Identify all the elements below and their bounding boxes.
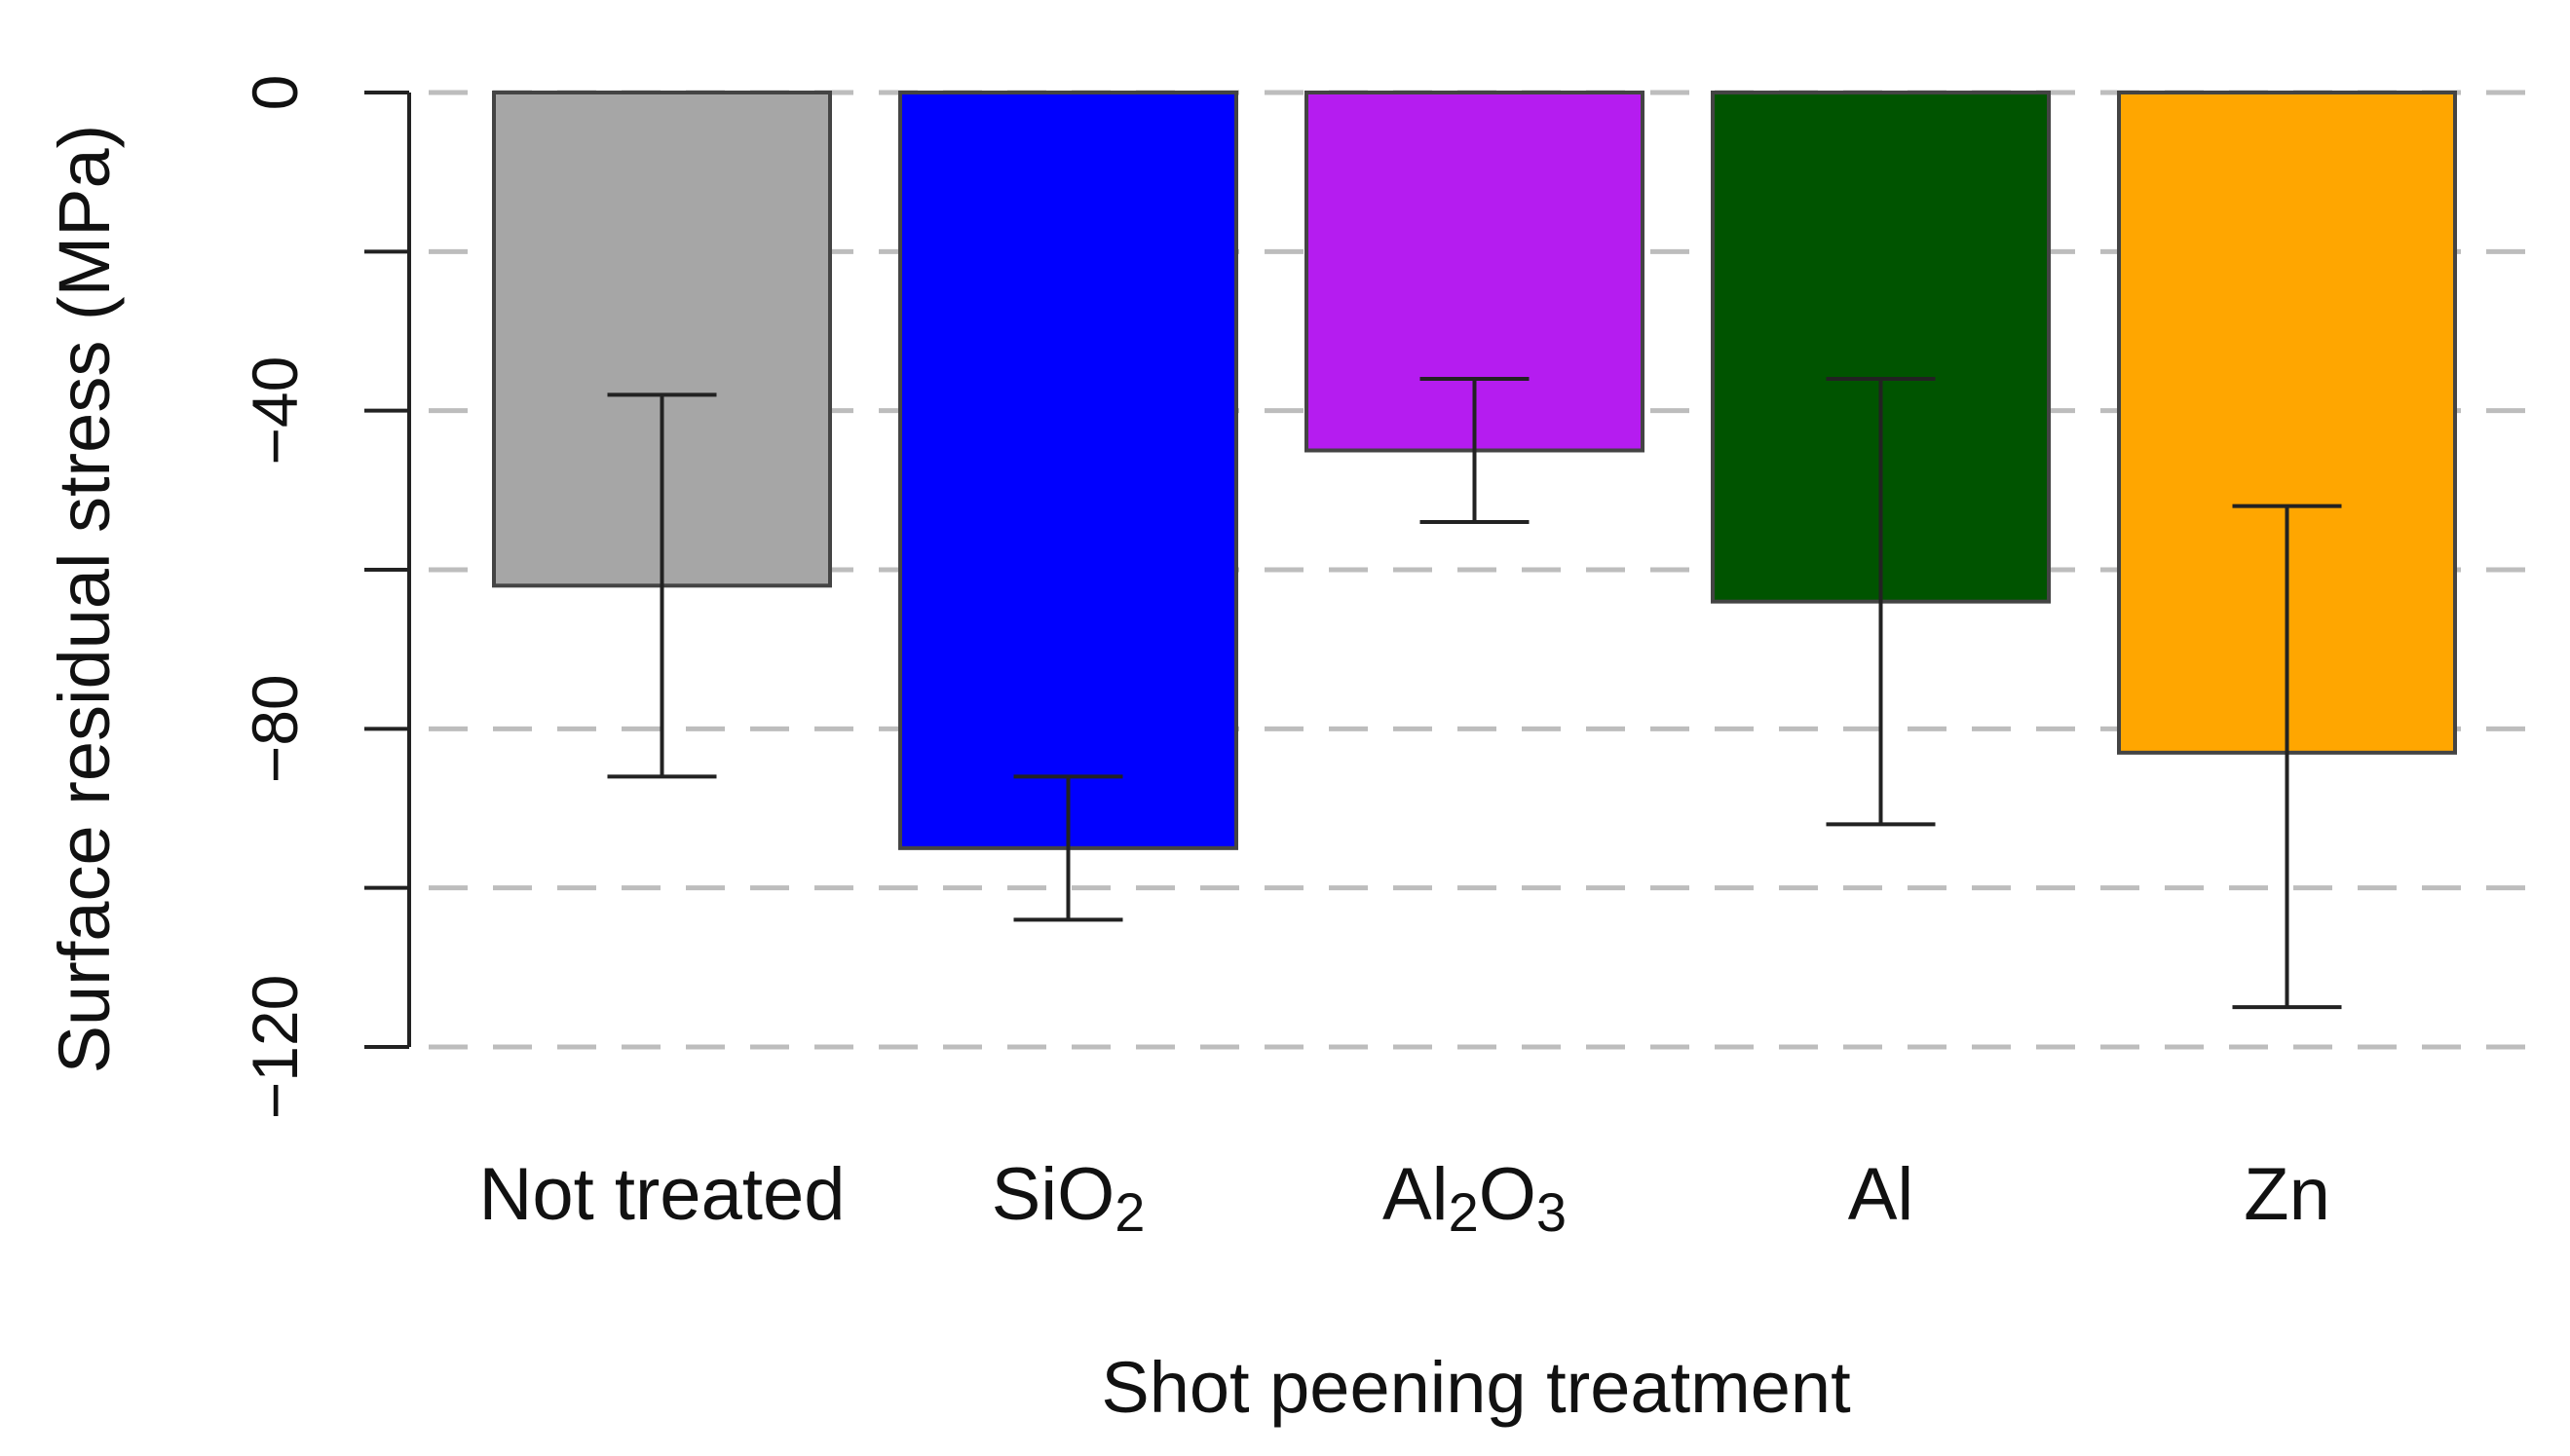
y-axis-title: Surface residual stress (MPa) — [44, 125, 125, 1074]
x-axis-title: Shot peening treatment — [1101, 1347, 1851, 1428]
y-tick-label: −80 — [239, 674, 311, 783]
y-tick-label: −40 — [239, 356, 311, 466]
x-tick-label: Al — [1848, 1153, 1914, 1236]
x-axis-categories: Not treated SiO2 Al2O3 Al Zn — [479, 1153, 2330, 1243]
x-tick-label: Not treated — [479, 1153, 846, 1236]
x-tick-label: Al2O3 — [1382, 1153, 1567, 1243]
y-axis: 0 −40 −80 −120 — [239, 75, 411, 1120]
x-tick-label: Zn — [2244, 1153, 2330, 1236]
error-bars — [607, 377, 2342, 1010]
y-tick-label: 0 — [239, 75, 311, 111]
x-tick-label: SiO2 — [992, 1153, 1146, 1243]
y-tick-label: −120 — [239, 975, 311, 1120]
bar — [898, 91, 1238, 850]
